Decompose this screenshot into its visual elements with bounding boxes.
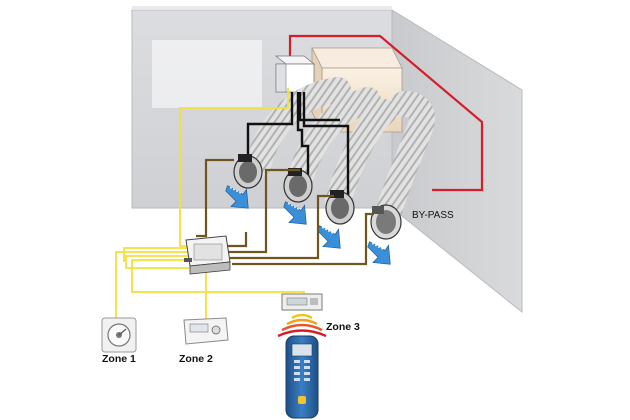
red-bypass-wire <box>288 34 484 192</box>
zone-3-label: Zone 3 <box>326 321 360 333</box>
zone-1-label: Zone 1 <box>102 353 136 365</box>
round-thermostat-icon <box>101 317 137 353</box>
control-unit-icon <box>184 235 231 275</box>
airflow-arrow-bypass <box>367 241 391 265</box>
black-damper-wires <box>246 92 350 200</box>
flex-duct-zone-2 <box>287 87 381 193</box>
damper-bypass <box>370 204 402 240</box>
bypass-label: BY-PASS <box>412 210 454 221</box>
wall-panel-smudge <box>152 40 262 108</box>
zone-2-label: Zone 2 <box>179 353 213 365</box>
brown-control-wires <box>196 158 374 266</box>
rect-thermostat-icon <box>183 317 229 345</box>
flex-duct-zone-1 <box>245 77 351 178</box>
yellow-signal-wires <box>115 88 305 330</box>
flex-ducts <box>245 77 435 227</box>
wireless-signal-icon <box>277 313 327 338</box>
airflow-arrow-zone-3 <box>317 225 341 249</box>
wall-top-edge <box>132 6 392 10</box>
flex-duct-bypass <box>375 91 435 227</box>
damper-zone-1 <box>233 154 263 189</box>
damper-zone-3 <box>325 190 355 225</box>
receiver-thermostat-icon <box>281 293 323 311</box>
flex-duct-zone-3 <box>325 99 397 215</box>
side-wall <box>391 9 523 314</box>
remote-control-icon <box>285 335 319 419</box>
